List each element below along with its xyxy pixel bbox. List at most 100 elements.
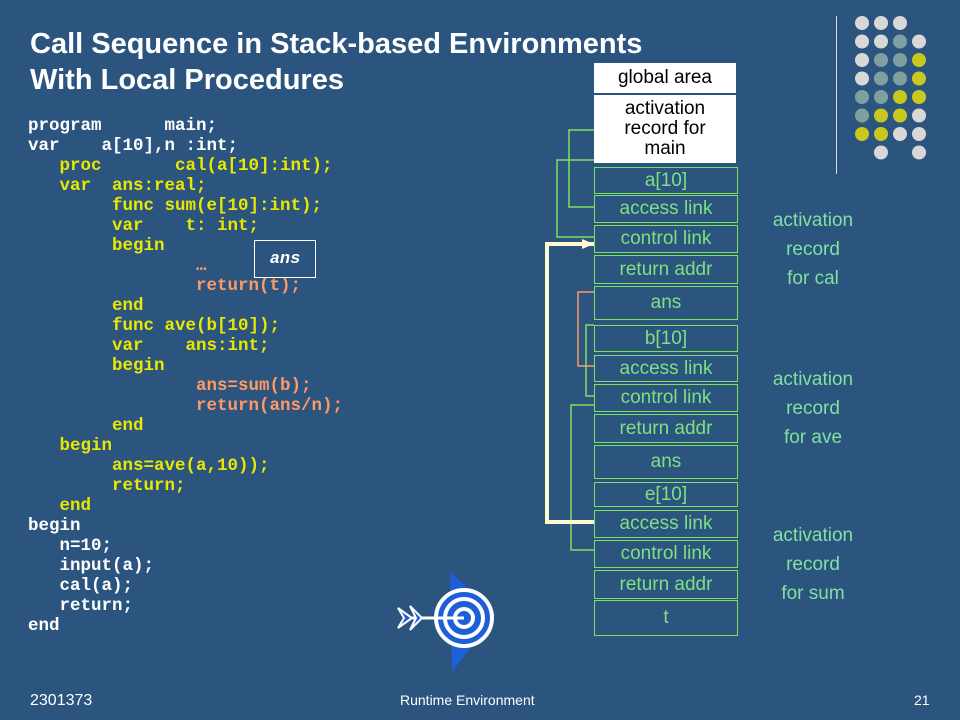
decorative-dot <box>893 71 907 86</box>
code-line: var t: int; <box>28 216 260 236</box>
decorative-dot <box>893 108 907 123</box>
code-line: … <box>28 256 207 276</box>
ave-control-link-line <box>585 324 594 397</box>
code-line: proc cal(a[10]:int); <box>28 156 333 176</box>
record-label-line: record <box>786 554 840 575</box>
title-line-2: With Local Procedures <box>30 64 344 96</box>
sum-control-link-line <box>570 404 594 551</box>
decorative-dot <box>874 71 888 86</box>
course-number: 2301373 <box>30 692 93 709</box>
record-label-line: activation <box>772 369 854 390</box>
decorative-dot <box>874 53 888 67</box>
stack-cell: return addr <box>594 414 738 443</box>
code-line: var a[10],n :int; <box>28 136 239 156</box>
decorative-dot <box>874 127 888 141</box>
decorative-dot <box>912 127 926 141</box>
decorative-dot <box>874 145 888 160</box>
decorative-dot <box>893 127 907 141</box>
record-label: activation record for cal <box>748 206 878 293</box>
decorative-dot <box>855 53 869 67</box>
code-line: begin <box>28 356 165 376</box>
record-label-line: for cal <box>787 268 839 289</box>
stack-cell: control link <box>594 384 738 412</box>
decorative-dot <box>855 71 869 86</box>
decorative-dot <box>855 90 869 104</box>
stack-cell: access link <box>594 510 738 538</box>
record-label-line: record <box>786 398 840 419</box>
decorative-dot <box>912 90 926 104</box>
decorative-dot <box>893 34 907 49</box>
decorative-dot <box>874 108 888 123</box>
record-label-line: record <box>786 239 840 260</box>
stack-cell: control link <box>594 225 738 253</box>
stack-cell: access link <box>594 355 738 382</box>
decorative-dot <box>912 53 926 67</box>
record-label-line: activation <box>772 210 854 231</box>
pointer-arrowhead <box>582 239 594 249</box>
code-line: input(a); <box>28 556 155 576</box>
decorative-dot <box>912 145 926 160</box>
stack-cell: t <box>594 600 738 636</box>
decorative-dot <box>874 16 888 30</box>
stack-cell: ans <box>594 286 738 320</box>
code-line: var ans:real; <box>28 176 207 196</box>
main-record-line-2: record for <box>624 118 706 139</box>
cal-control-link-line <box>556 159 594 238</box>
ans-popup-box: ans <box>254 240 316 278</box>
stack-cell: return addr <box>594 570 738 599</box>
decorative-dot <box>893 53 907 67</box>
slide-title: Call Sequence in Stack-based Environment… <box>30 26 642 98</box>
target-arrow-icon <box>397 572 496 672</box>
title-line-1: Call Sequence in Stack-based Environment… <box>30 28 643 60</box>
stack-cell: return addr <box>594 255 738 284</box>
record-label: activation record for sum <box>748 521 878 608</box>
stack-cell: b[10] <box>594 325 738 352</box>
slide-number: 21 <box>914 692 930 708</box>
decorative-dot <box>855 34 869 49</box>
code-line: begin <box>28 436 113 456</box>
sum-access-link-pointer <box>545 242 594 524</box>
decorative-dot <box>855 108 869 123</box>
code-line: var ans:int; <box>28 336 270 356</box>
decorative-dot <box>893 90 907 104</box>
decorative-dot <box>855 127 869 141</box>
code-line: ans=sum(b); <box>28 376 312 396</box>
decorative-dot <box>874 34 888 49</box>
main-activation-record: activation record for main <box>594 95 736 163</box>
code-line: return; <box>28 596 134 616</box>
code-line: end <box>28 616 60 636</box>
decorative-dot <box>855 16 869 30</box>
decorative-dot <box>912 34 926 49</box>
record-label-line: for sum <box>781 583 845 604</box>
code-line: program main; <box>28 116 218 136</box>
stack-cell: e[10] <box>594 482 738 507</box>
stack-cell: access link <box>594 195 738 223</box>
code-line: return(ans/n); <box>28 396 344 416</box>
decorative-dot <box>912 108 926 123</box>
code-line: func sum(e[10]:int); <box>28 196 323 216</box>
stack-cell: ans <box>594 445 738 479</box>
code-line: begin <box>28 516 81 536</box>
code-line: return; <box>28 476 186 496</box>
cal-access-link-line <box>568 129 594 208</box>
code-line: func ave(b[10]); <box>28 316 281 336</box>
code-line: end <box>28 296 144 316</box>
record-label-line: activation <box>772 525 854 546</box>
global-area: global area <box>594 63 736 93</box>
stack-cell: control link <box>594 540 738 568</box>
main-record-line-1: activation <box>624 98 706 119</box>
stack-cell: a[10] <box>594 167 738 194</box>
main-record-line-3: main <box>644 138 686 159</box>
decorative-dot-grid <box>836 16 926 174</box>
record-label: activation record for ave <box>748 365 878 452</box>
record-label-line: for ave <box>783 427 843 448</box>
code-line: return(t); <box>28 276 302 296</box>
decorative-dot <box>874 90 888 104</box>
decorative-dot <box>893 16 907 30</box>
code-line: begin <box>28 236 165 256</box>
footer-title: Runtime Environment <box>400 692 535 708</box>
code-listing: program main;var a[10],n :int; proc cal(… <box>28 116 343 636</box>
decorative-dot <box>912 71 926 86</box>
ave-access-link-line <box>577 291 594 367</box>
code-line: cal(a); <box>28 576 134 596</box>
